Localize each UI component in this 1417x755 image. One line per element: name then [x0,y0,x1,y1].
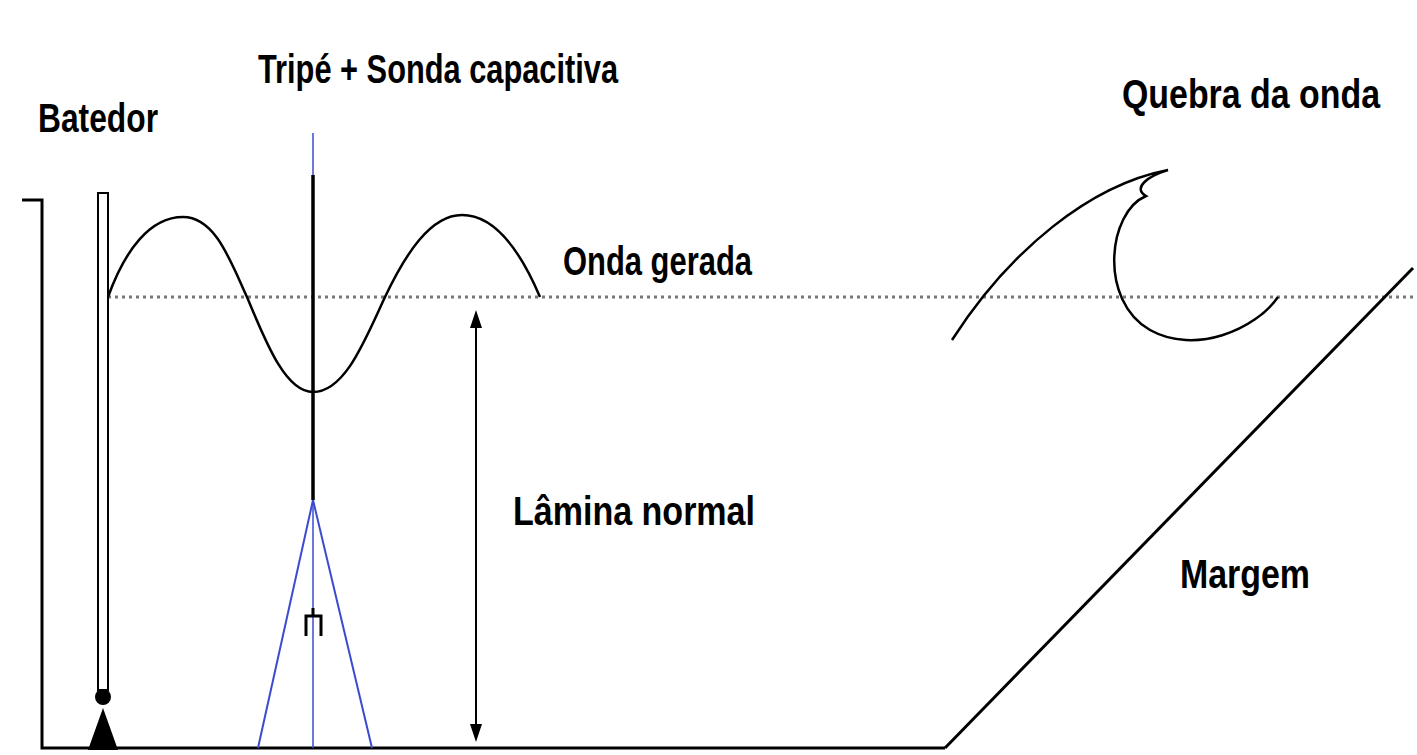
breaking-label: Quebra da onda [1122,74,1380,114]
paddle-label: Batedor [38,98,158,138]
probe-rod [311,175,315,500]
probe-sensor [306,608,321,636]
tank-wall [22,200,945,748]
depth-arrow [475,316,477,736]
probe-label: Tripé + Sonda capacitiva [258,49,618,89]
breaking-wave [952,170,1278,340]
paddle [98,193,108,690]
hinge-support [88,708,118,750]
arrow-head [470,310,482,328]
still-water-line [108,296,1413,299]
paddle-hinge [95,689,111,705]
tripod-axis [312,133,314,748]
depth-label: Lâmina normal [513,491,755,531]
wave-label: Onda gerada [563,241,752,281]
arrow-head [470,724,482,742]
shore-label: Margem [1180,554,1310,594]
